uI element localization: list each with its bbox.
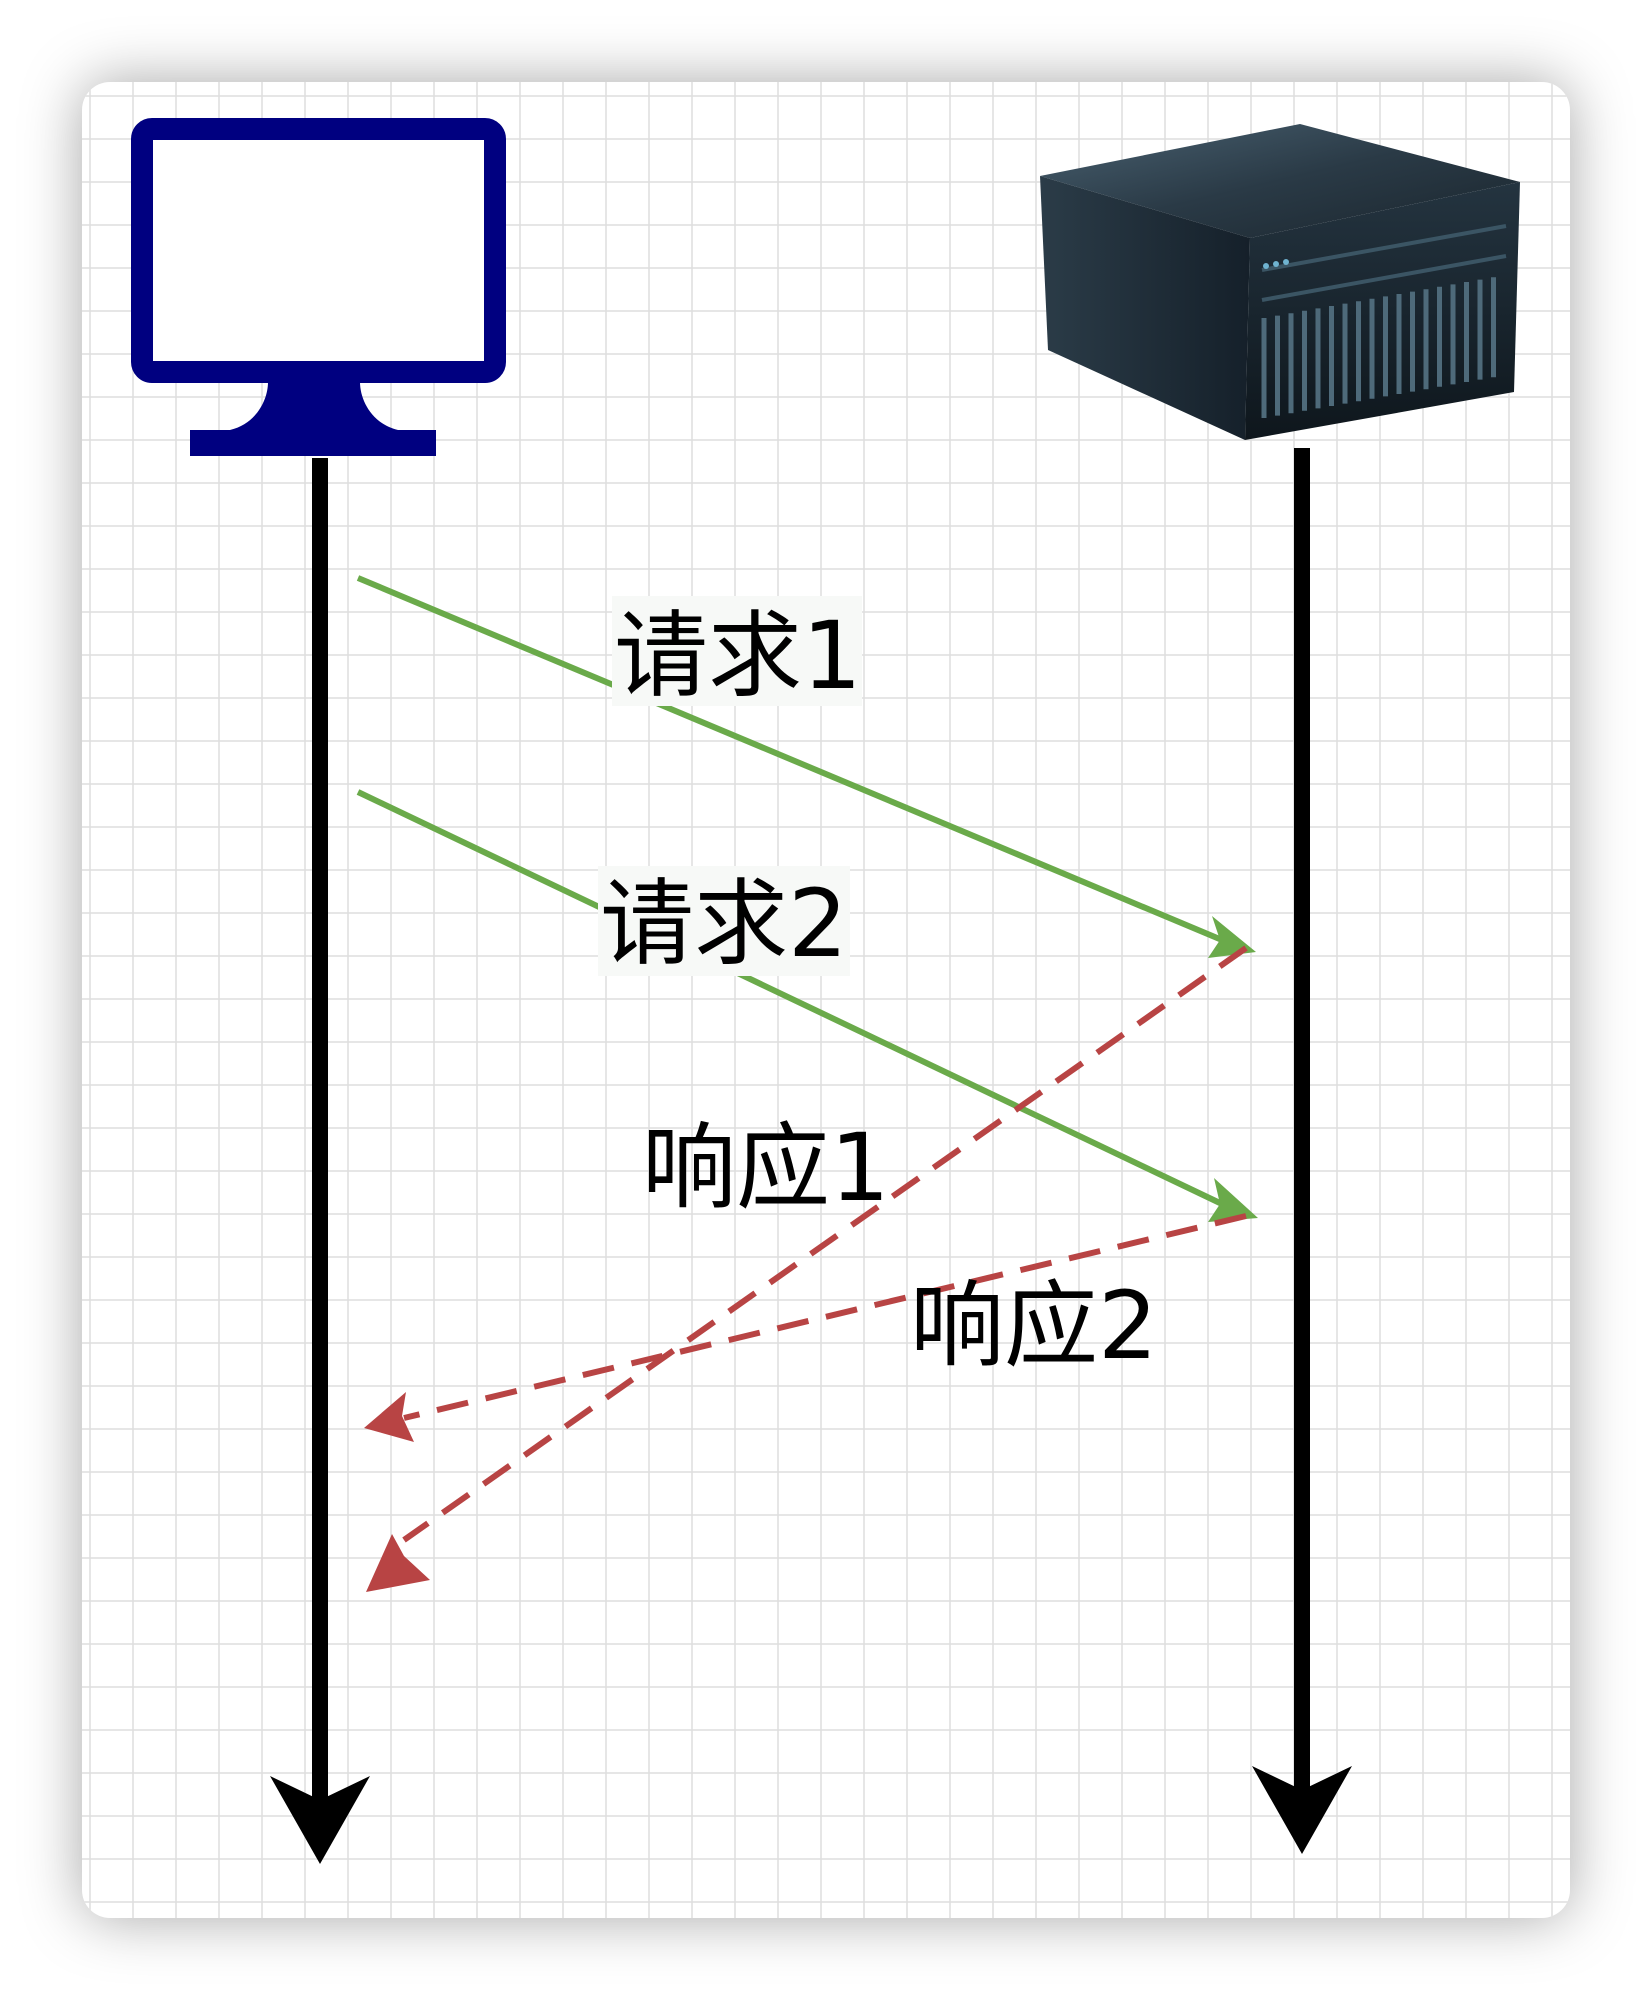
request-2-arrow: [356, 789, 1258, 1222]
request-2-label: 请求2: [598, 866, 850, 979]
server-icon: [1040, 124, 1520, 440]
server-lifeline: [1252, 448, 1352, 1854]
background-grid: [82, 82, 1570, 1918]
response-2-label: 响应2: [910, 1272, 1158, 1381]
svg-text:响应2: 响应2: [910, 1272, 1158, 1381]
response-2-arrow: [364, 1213, 1247, 1442]
monitor-icon: [131, 118, 506, 456]
response-1-arrow: [366, 945, 1248, 1592]
request-1-label: 请求1: [612, 596, 862, 711]
svg-text:请求2: 请求2: [600, 870, 848, 979]
svg-text:请求1: 请求1: [614, 602, 862, 711]
client-lifeline: [270, 458, 370, 1864]
response-1-label: 响应1: [642, 1114, 890, 1223]
svg-text:响应1: 响应1: [642, 1114, 890, 1223]
